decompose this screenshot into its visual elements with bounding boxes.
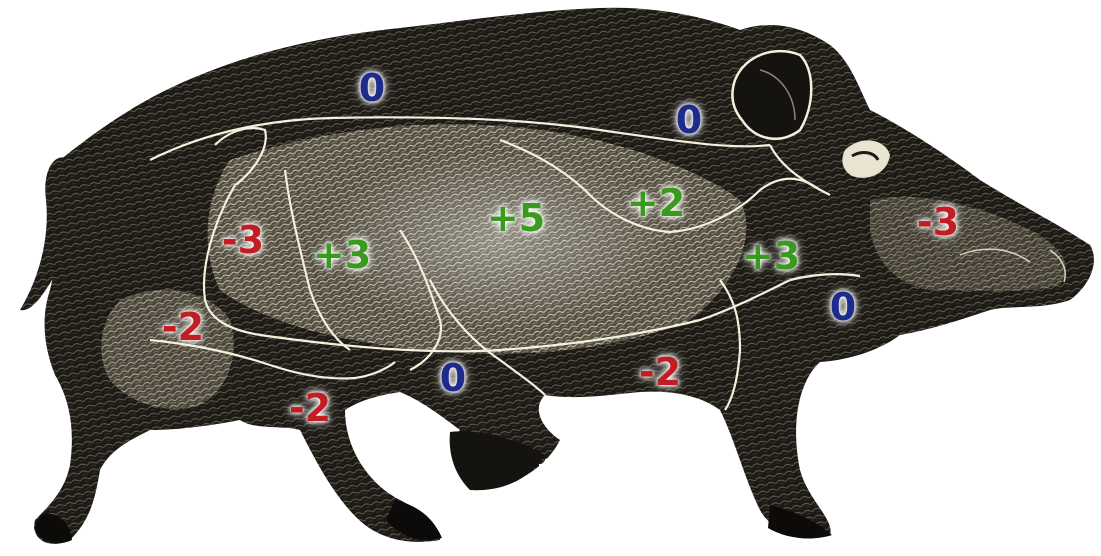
boar-target: 0 0 +5 +2 -3 +3 -3 +3 0 -2 0 -2 -2 -2: [0, 0, 1101, 556]
boar-silhouette: [0, 0, 1101, 556]
